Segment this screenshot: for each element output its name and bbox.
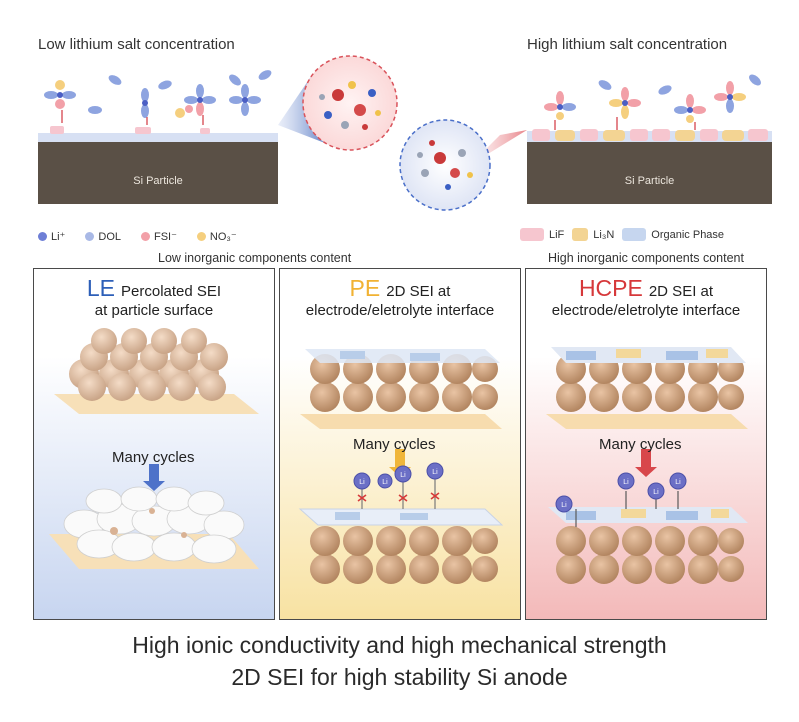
panel-hcpe: HCPE 2D SEI at electrode/eletrolyte inter… [525, 268, 767, 620]
legend-no3: NO₃⁻ [209, 231, 237, 243]
solvation-structure-high [399, 119, 491, 211]
panel-hcpe-title: HCPE 2D SEI at electrode/eletrolyte inter… [526, 277, 766, 320]
right-legend: LiF Li₃N Organic Phase [512, 228, 724, 241]
li-ion-swatch [38, 232, 47, 241]
panel-le-tag: LE [86, 275, 116, 301]
li-ion-label: Li [675, 479, 681, 486]
panel-le-illustration [49, 328, 259, 569]
li-ion-label: Li [561, 502, 567, 509]
panel-le-cycles: Many cycles [112, 449, 195, 466]
high-concentration-header: High lithium salt concentration [527, 36, 728, 53]
legend-lif: LiF [549, 228, 565, 241]
panel-hcpe-line1: 2D SEI at [648, 283, 714, 300]
si-particle-label-left: Si Particle [133, 175, 183, 187]
low-conc-organic-layer [38, 133, 278, 142]
low-inorganic-label: Low inorganic components content [158, 251, 352, 265]
panel-hcpe-tag: HCPE [578, 275, 643, 301]
panel-pe-cycles: Many cycles [353, 436, 436, 453]
panel-le-line1: Percolated SEI [121, 283, 222, 300]
si-particle-label-right: Si Particle [624, 175, 675, 187]
si-particle-left [38, 142, 278, 204]
footer-line1: High ionic conductivity and high mechani… [132, 632, 667, 658]
panel-le: LE Percolated SEI at particle surface Man… [33, 268, 275, 620]
panel-hcpe-cycles: Many cycles [599, 436, 682, 453]
legend-fsi: FSI⁻ [154, 231, 177, 243]
no3-swatch [196, 232, 206, 241]
lif-swatch [520, 228, 544, 241]
fsi-swatch [141, 232, 150, 241]
panel-pe-line2: electrode/eletrolyte interface [305, 302, 495, 319]
legend-li: Li⁺ [51, 231, 66, 243]
low-conc-ions [44, 70, 272, 125]
li-ion-label: Li [359, 479, 365, 486]
organic-phase-swatch [622, 228, 647, 241]
footer-line2: 2D SEI for high stability Si anode [231, 664, 568, 690]
panel-pe-title: PE 2D SEI at electrode/eletrolyte interfa… [280, 277, 520, 320]
panel-pe: PE 2D SEI at electrode/eletrolyte interfa… [279, 268, 521, 620]
panel-le-title: LE Percolated SEI at particle surface [34, 277, 274, 320]
li-ion-label: Li [432, 469, 438, 476]
left-legend: Li⁺ DOL FSI⁻ NO₃⁻ [30, 230, 237, 243]
legend-li3n: Li₃N [593, 228, 615, 241]
panel-pe-tag: PE [349, 275, 381, 301]
dol-swatch [85, 232, 95, 241]
high-conc-organic-layer [527, 131, 772, 142]
li-ion-label: Li [400, 472, 406, 479]
panel-hcpe-line2: electrode/eletrolyte interface [551, 302, 741, 319]
li-ion-label: Li [382, 479, 388, 486]
si-particle-right [527, 142, 772, 204]
low-concentration-header: Low lithium salt concentration [38, 36, 235, 53]
li-ion-label: Li [653, 489, 659, 496]
high-inorganic-label: High inorganic components content [548, 251, 744, 265]
legend-dol: DOL [98, 230, 121, 243]
solvation-structure-low [302, 55, 398, 151]
panel-le-line2: at particle surface [94, 302, 214, 319]
panel-pe-line1: 2D SEI at [386, 283, 451, 300]
li-ion-label: Li [623, 479, 629, 486]
top-schematic [38, 55, 772, 211]
high-conc-ions [544, 74, 761, 130]
li3n-swatch [572, 228, 589, 241]
legend-organic: Organic Phase [651, 228, 725, 241]
